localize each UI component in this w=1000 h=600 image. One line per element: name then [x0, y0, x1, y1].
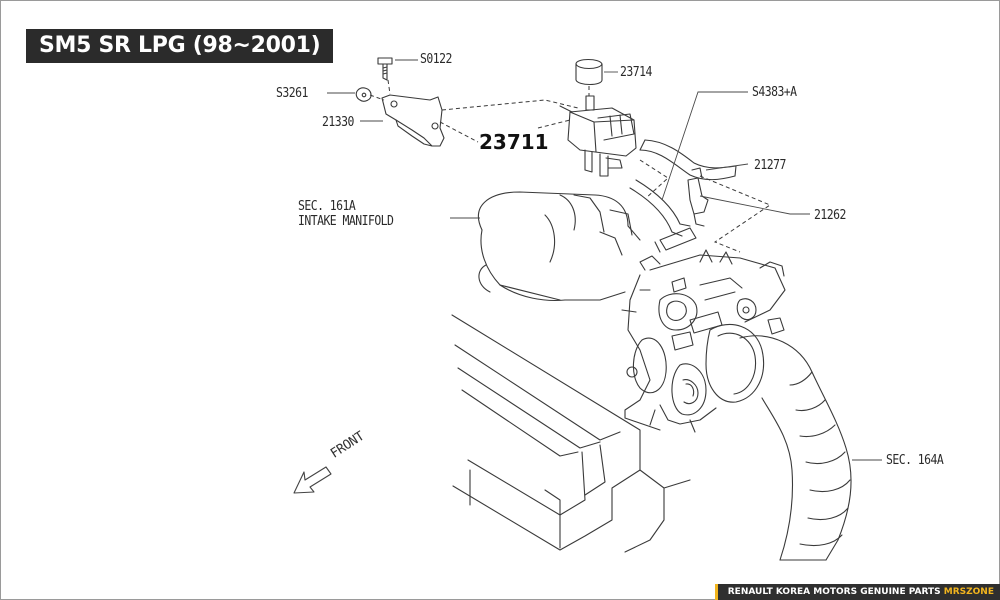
part-label-21262: 21262 [814, 208, 846, 223]
engine-block-outline [451, 314, 691, 553]
bracket-21330 [381, 94, 445, 147]
hose-21277 [639, 139, 737, 181]
diagram-title: SM5 SR LPG (98~2001) [26, 29, 334, 63]
part-label-23711: 23711 [479, 130, 549, 154]
part-label-s4383: S4383+A [752, 85, 797, 100]
intake-manifold [477, 191, 641, 301]
part-label-s0122: S0122 [420, 52, 452, 67]
bolt-s0122 [377, 57, 393, 81]
part-label-23714: 23714 [620, 65, 652, 80]
air-intake-hose [739, 335, 852, 561]
footer-brand: MRSZONE [943, 587, 994, 597]
front-arrow-icon [293, 466, 332, 494]
clip-21262 [687, 167, 709, 227]
part-label-21330: 21330 [322, 115, 354, 130]
throttle-body [621, 249, 786, 433]
section-label-161a: SEC. 161A [298, 199, 356, 214]
section-label-intake-manifold: INTAKE MANIFOLD [298, 214, 394, 229]
section-label-164a: SEC. 164A [886, 453, 944, 468]
footer-banner: RENAULT KOREA MOTORS GENUINE PARTS MRSZO… [714, 584, 1000, 600]
nut-s3261 [355, 87, 372, 102]
part-label-21277: 21277 [754, 158, 786, 173]
solenoid-valve-23711 [559, 95, 637, 177]
part-label-s3261: S3261 [276, 86, 308, 101]
vacuum-tube [629, 179, 697, 253]
cap-23714 [575, 58, 603, 86]
footer-text: RENAULT KOREA MOTORS GENUINE PARTS [727, 587, 941, 597]
